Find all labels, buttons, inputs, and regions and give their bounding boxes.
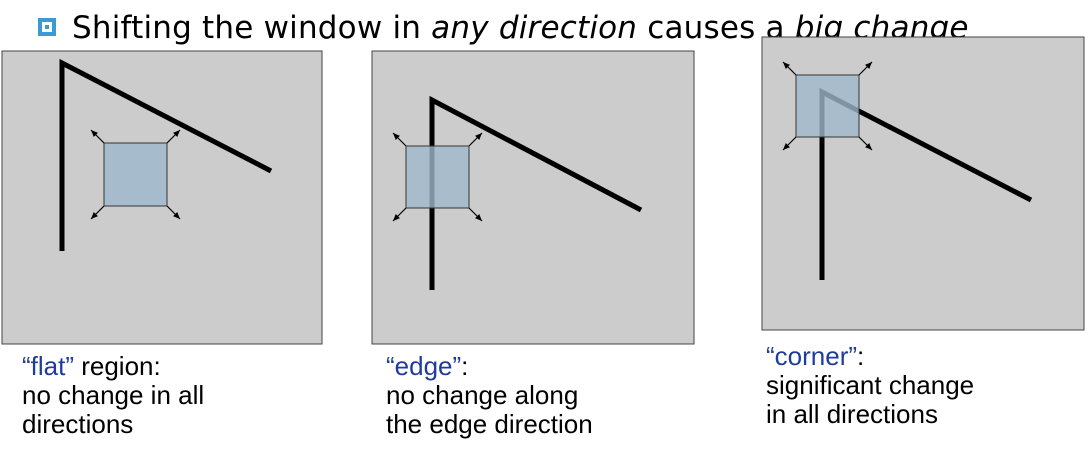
edge-caption-title: “edge”:	[386, 352, 593, 381]
corner-caption-line: in all directions	[766, 399, 938, 429]
flat-caption-rest: region:	[74, 351, 161, 381]
edge-panel	[371, 50, 695, 345]
slide-heading: Shifting the window in any direction cau…	[38, 6, 1088, 50]
corner-shift-arrows	[782, 61, 873, 151]
edge-caption-line: no change along	[386, 380, 579, 410]
square-bullet-icon	[38, 18, 56, 36]
flat-caption-line: directions	[22, 409, 134, 439]
flat-window	[103, 142, 168, 207]
arrow-down-right-icon	[468, 207, 483, 222]
arrow-down-right-icon	[858, 136, 873, 151]
corner-caption: “corner”: significant change in all dire…	[766, 342, 974, 429]
arrow-up-left-icon	[90, 129, 105, 144]
flat-panel	[1, 50, 323, 345]
corner-caption-title: “corner”:	[766, 342, 974, 371]
flat-caption-line: no change in all	[22, 380, 205, 410]
arrow-down-left-icon	[782, 136, 797, 151]
flat-caption-key: “flat”	[22, 351, 74, 381]
flat-shift-arrows	[90, 129, 181, 220]
corner-caption-rest: :	[857, 341, 865, 371]
corner-window	[795, 74, 860, 138]
edge-caption-key: “edge”	[386, 351, 462, 381]
arrow-down-left-icon	[90, 205, 105, 220]
flat-caption-title: “flat” region:	[22, 352, 204, 381]
corner-panel	[761, 36, 1085, 331]
arrow-down-left-icon	[392, 207, 407, 222]
corner-caption-line: significant change	[766, 370, 975, 400]
arrow-down-right-icon	[166, 205, 181, 220]
corner-caption-key: “corner”	[766, 341, 858, 371]
arrow-up-left-icon	[392, 132, 407, 147]
arrow-up-left-icon	[782, 61, 797, 76]
arrow-up-right-icon	[166, 129, 181, 144]
heading-emphasis-any-direction: any direction	[431, 10, 638, 46]
flat-drawn-line	[59, 58, 273, 251]
edge-caption-rest: :	[461, 351, 469, 381]
arrow-up-right-icon	[468, 132, 483, 147]
heading-part: Shifting the window in	[72, 10, 432, 46]
edge-window	[405, 145, 470, 209]
arrow-up-right-icon	[858, 61, 873, 76]
edge-caption: “edge”: no change along the edge directi…	[386, 352, 593, 439]
flat-caption: “flat” region: no change in all directio…	[22, 352, 204, 439]
edge-shift-arrows	[392, 132, 483, 222]
edge-caption-line: the edge direction	[386, 409, 593, 439]
edge-drawn-line	[429, 95, 643, 290]
